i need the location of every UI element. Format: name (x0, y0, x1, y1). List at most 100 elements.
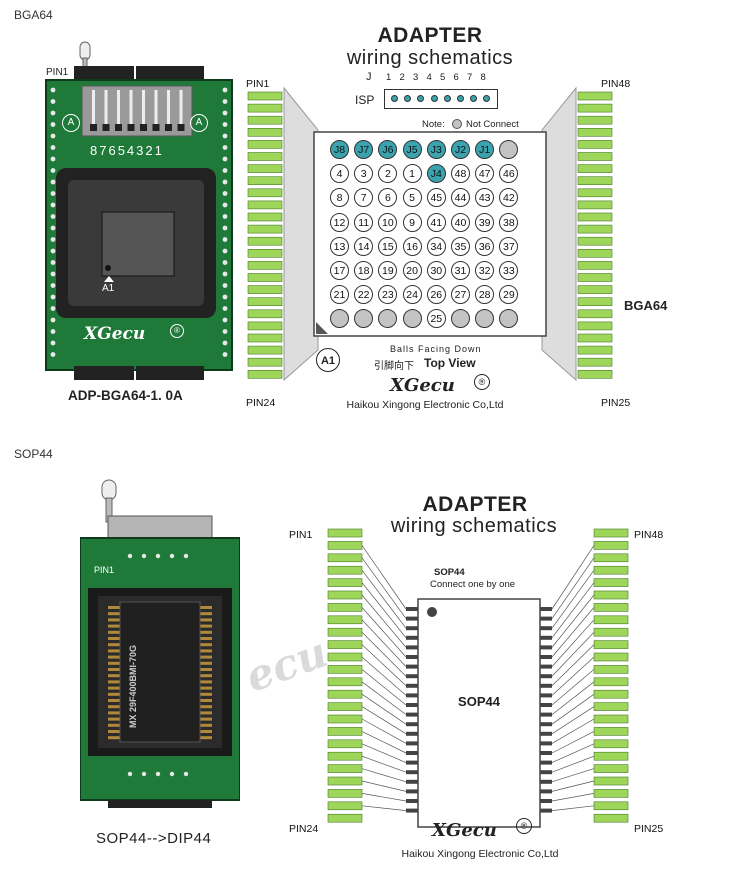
sop-right-pin (593, 739, 629, 749)
board-pad (50, 306, 56, 311)
isp-pin-icon (417, 95, 425, 102)
bga-pin1-label: PIN1 (246, 78, 270, 90)
socket-contact (200, 680, 212, 684)
sop-chip-leg (406, 607, 418, 611)
bga-chinese-label: 引脚向下 (374, 361, 414, 372)
bga-ball: 34 (426, 236, 446, 256)
bga-j-number: 3 (413, 72, 419, 83)
isp-pin-icon (430, 95, 438, 102)
bga-balls-facing-label: Balls Facing Down (390, 344, 482, 354)
bga-subtitle: wiring schematics (346, 47, 514, 69)
bga-ball: 44 (451, 188, 470, 208)
bga-left-pin (247, 369, 283, 379)
bga-section-label: BGA64 (14, 8, 53, 22)
sop-chip-leg (540, 712, 552, 717)
bga-ball: 48 (451, 164, 470, 184)
isp-pin-icon (391, 95, 398, 102)
bga-ball: 43 (475, 188, 495, 208)
board-pad (183, 771, 189, 777)
socket-contact (108, 686, 120, 690)
board-pad (141, 553, 147, 559)
bga-ball: 41 (426, 212, 446, 232)
sop-adapter-photo: PIN1 MX 29F400BMI-70G (80, 478, 240, 808)
board-pad (50, 225, 56, 231)
sop-right-pin (593, 714, 629, 724)
sop-schematic-graphic (327, 528, 629, 828)
bga-ball: 45 (426, 188, 446, 208)
board-pad (222, 352, 228, 357)
board-pad (222, 214, 228, 219)
sop-chip-leg (406, 722, 418, 727)
bga-ball: 32 (475, 261, 495, 280)
sop-chip-leg (406, 703, 418, 707)
bga-pin48-label: PIN48 (601, 78, 631, 90)
bga-logo: XGecu (390, 375, 455, 396)
socket-contact (108, 649, 120, 653)
socket-contact (108, 711, 120, 715)
sop-right-pin (593, 689, 629, 699)
bga-j-number: 8 (480, 72, 486, 83)
bga-ball: 23 (378, 285, 398, 305)
sop-photo-pin1-label: PIN1 (94, 565, 115, 575)
sop-wire (551, 768, 595, 783)
sop-left-pin (327, 590, 363, 600)
sop-chip-leg (540, 664, 552, 669)
bga-left-pin (247, 212, 283, 222)
bga-ball-nc (451, 309, 470, 329)
socket-contact (108, 624, 120, 628)
sop-wire (361, 793, 407, 802)
header-pin (142, 90, 145, 124)
board-pad (50, 156, 56, 162)
sop-section-label: SOP44 (14, 447, 53, 461)
sop-chip-leg (406, 626, 418, 631)
bga-right-pin (577, 369, 613, 379)
board-pad (222, 283, 228, 288)
bga-ball-nc (475, 309, 495, 329)
sop-right-pin (593, 615, 629, 625)
bga-left-pin (247, 249, 283, 258)
bga-right-pin (577, 345, 613, 355)
bga-ball: 10 (378, 212, 398, 232)
bga-ball: 14 (354, 236, 374, 256)
bga-right-pin (577, 273, 613, 282)
bga-j-number: 5 (440, 72, 446, 83)
header-base (177, 124, 185, 131)
socket-contact (200, 686, 212, 690)
board-pad (50, 202, 56, 208)
sop-chip-label-small: SOP44 (434, 567, 465, 578)
sop-adapter-graphic (80, 479, 240, 808)
board-pad (222, 191, 228, 196)
board-pad (222, 202, 228, 208)
bga-right-pin (577, 236, 613, 246)
socket-contact (108, 730, 120, 733)
sop-wire (361, 557, 407, 619)
board-pad (141, 771, 147, 777)
bga-company: Haikou Xingong Electronic Co,Ltd (346, 399, 504, 411)
board-pad (50, 237, 56, 242)
sop-chip-leg (540, 607, 552, 611)
header-pin (179, 90, 183, 124)
board-pad (155, 771, 161, 777)
header-base (127, 124, 135, 131)
socket-contact (200, 637, 212, 640)
bga-left-pin (247, 297, 283, 306)
board-pad (222, 99, 228, 104)
board-pad (50, 340, 56, 346)
bga-ball: 47 (475, 164, 495, 184)
header-base (115, 124, 122, 131)
bga-ball: 19 (378, 261, 398, 280)
sop-right-pin (593, 652, 629, 662)
bga-j-number: 1 (386, 72, 392, 83)
bga-left-pin (247, 176, 283, 185)
bga-ball: 22 (354, 285, 374, 305)
bga-ball: 7 (354, 188, 374, 208)
sop-wire (361, 743, 407, 763)
bga-ball: J7 (354, 140, 374, 159)
bga-left-pin (247, 164, 283, 173)
bga-ball: 5 (402, 188, 422, 208)
sop-wire (361, 619, 407, 667)
bga-left-pin (247, 236, 283, 246)
sop-chip-leg (540, 741, 552, 746)
sop-right-pin (593, 665, 629, 674)
